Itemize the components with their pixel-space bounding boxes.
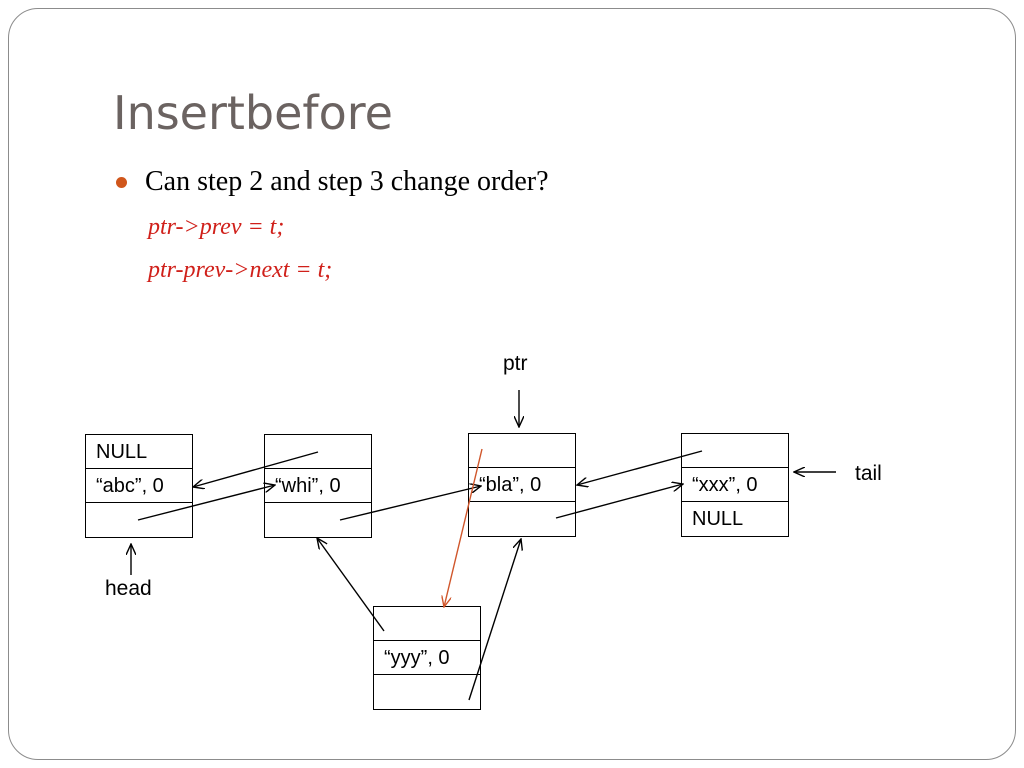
node-xxx-prev (682, 434, 788, 468)
node-xxx-next: NULL (692, 508, 744, 530)
node-yyy-prev (374, 607, 480, 641)
node-whi-data: “whi”, 0 (265, 469, 371, 503)
label-tail: tail (855, 462, 882, 485)
node-abc: NULL “abc”, 0 (85, 434, 193, 538)
node-bla-prev (469, 434, 575, 468)
node-abc-next (86, 503, 192, 538)
node-xxx-data: “xxx”, 0 (682, 468, 788, 502)
node-whi: “whi”, 0 (264, 434, 372, 538)
node-abc-data: “abc”, 0 (86, 469, 192, 503)
node-abc-prev: NULL (86, 435, 192, 469)
node-bla-data: “bla”, 0 (469, 468, 575, 502)
node-whi-next (265, 503, 371, 538)
node-bla-next (469, 502, 575, 537)
code-line-2: ptr-prev->next = t; (148, 257, 333, 283)
node-yyy: “yyy”, 0 (373, 606, 481, 710)
node-xxx: “xxx”, 0 NULL (681, 433, 789, 537)
label-head: head (105, 577, 152, 600)
bullet-text: Can step 2 and step 3 change order? (145, 166, 549, 197)
code-line-1: ptr->prev = t; (148, 214, 285, 240)
node-bla: “bla”, 0 (468, 433, 576, 537)
node-yyy-next (374, 675, 480, 710)
label-ptr: ptr (503, 352, 528, 375)
slide-title: Insertbefore (113, 86, 393, 140)
bullet-icon (116, 177, 127, 188)
node-yyy-data: “yyy”, 0 (374, 641, 480, 675)
node-whi-prev (265, 435, 371, 469)
